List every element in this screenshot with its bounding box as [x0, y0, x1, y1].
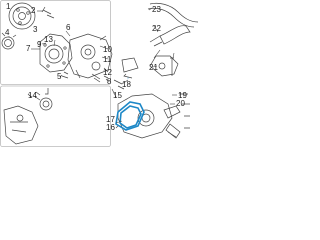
callout-17: 17 — [106, 115, 115, 124]
clip-19 — [179, 92, 188, 96]
coolant-pipe — [149, 25, 191, 47]
callout-20: 20 — [176, 99, 185, 108]
small-seals — [61, 71, 69, 79]
callout-16: 16 — [106, 123, 115, 132]
coolant-hose-upper — [147, 2, 199, 28]
pump-gasket — [1, 32, 17, 50]
callout-13: 13 — [44, 35, 53, 44]
temp-sensor — [45, 88, 49, 95]
callout-5: 5 — [57, 72, 62, 81]
diagram-artwork — [0, 0, 199, 147]
callout-22: 22 — [152, 24, 161, 33]
callout-15: 15 — [113, 91, 122, 100]
outlet-fitting — [149, 55, 179, 77]
callout-10: 10 — [103, 45, 112, 54]
pulley-bolts — [41, 6, 55, 19]
callout-6: 6 — [66, 23, 71, 32]
top-left-frame — [0, 0, 111, 85]
callout-12: 12 — [103, 68, 112, 77]
callout-4: 4 — [5, 28, 10, 37]
housing-bolt-8 — [103, 75, 109, 79]
thermostat-housing — [3, 105, 39, 145]
callout-1: 1 — [6, 2, 11, 11]
callout-11: 11 — [103, 55, 112, 64]
callout-23: 23 — [152, 5, 161, 14]
callout-19: 19 — [178, 91, 187, 100]
thermostat — [33, 95, 53, 111]
callout-9: 9 — [37, 40, 42, 49]
callout-3: 3 — [33, 25, 38, 34]
water-outlet-housing — [117, 57, 181, 139]
callout-8: 8 — [107, 77, 112, 86]
callout-21: 21 — [149, 63, 158, 72]
callout-18: 18 — [122, 80, 131, 89]
callout-2: 2 — [31, 6, 36, 15]
housing-bolts — [91, 73, 101, 83]
seal-gasket-highlighted — [115, 101, 145, 131]
pump-bracket — [123, 73, 133, 79]
parts-diagram: 1 2 3 4 5 6 7 8 9 10 11 12 13 14 15 16 1… — [0, 0, 200, 147]
pump-housing — [67, 33, 113, 79]
callout-7: 7 — [26, 44, 31, 53]
callout-14: 14 — [28, 91, 37, 100]
leader-lines — [8, 7, 177, 129]
pulley-part — [8, 2, 36, 30]
bleeder-screw — [170, 57, 174, 76]
bottom-left-frame — [0, 85, 111, 147]
housing-bolts-right — [113, 79, 190, 138]
